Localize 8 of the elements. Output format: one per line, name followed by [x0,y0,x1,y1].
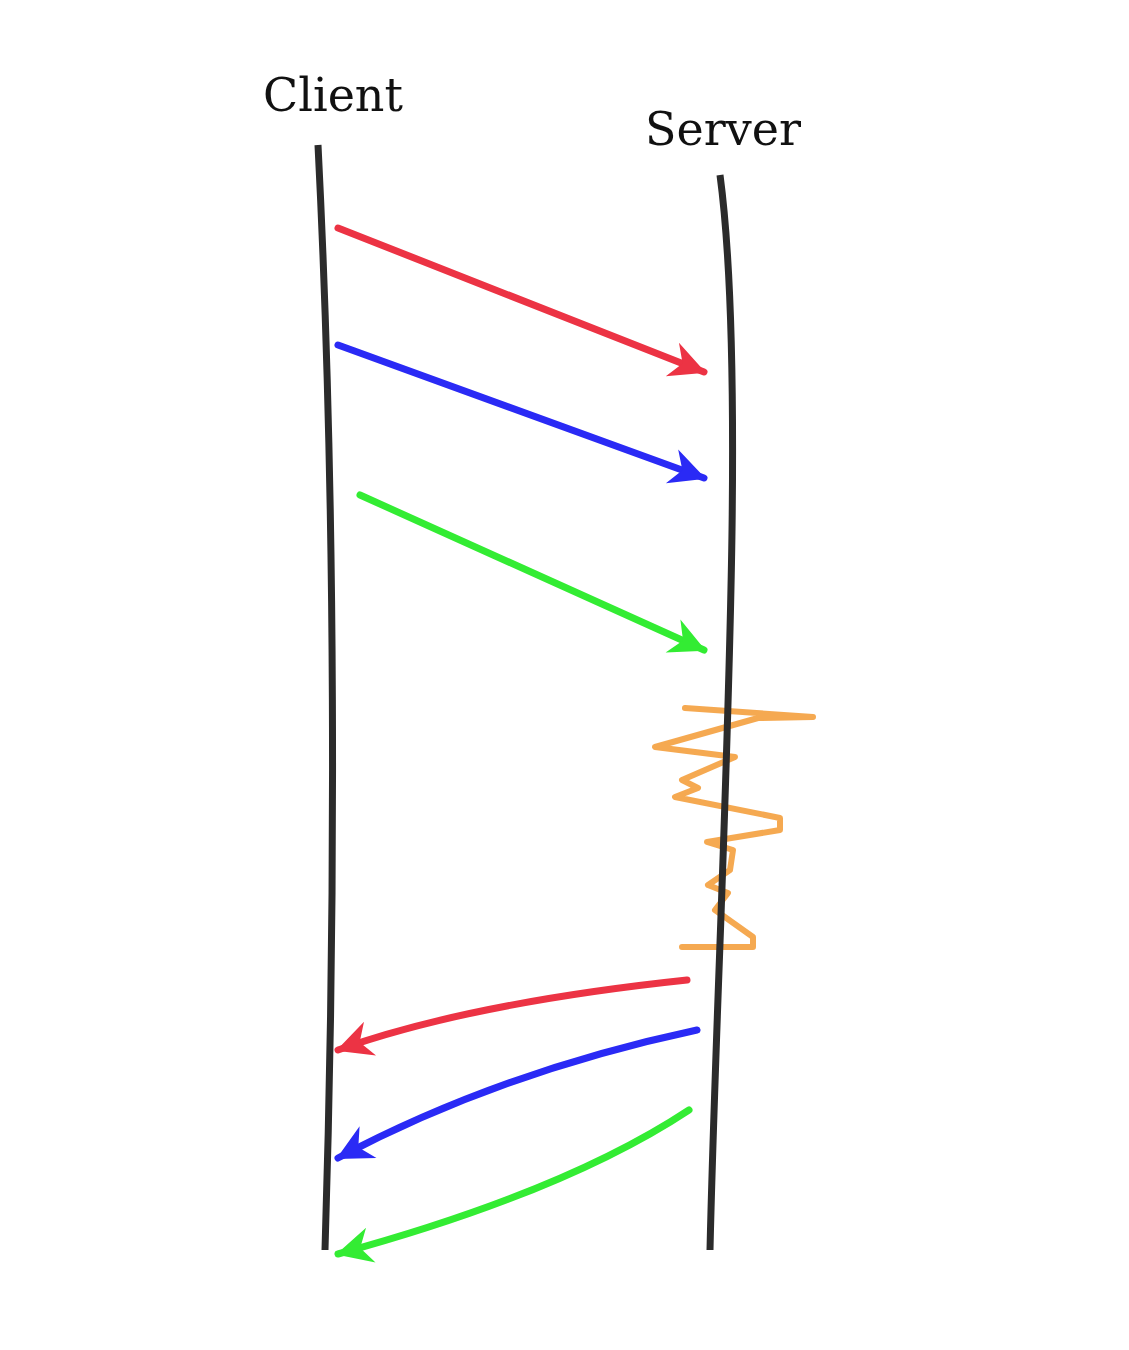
arrow [334,976,691,1057]
arrow [334,341,708,484]
arrow [334,1026,701,1162]
arrow [334,1106,693,1263]
arrow [356,491,708,654]
participant-label: Client [263,72,403,118]
participant-label: Server [645,106,801,152]
arrow [334,224,708,377]
